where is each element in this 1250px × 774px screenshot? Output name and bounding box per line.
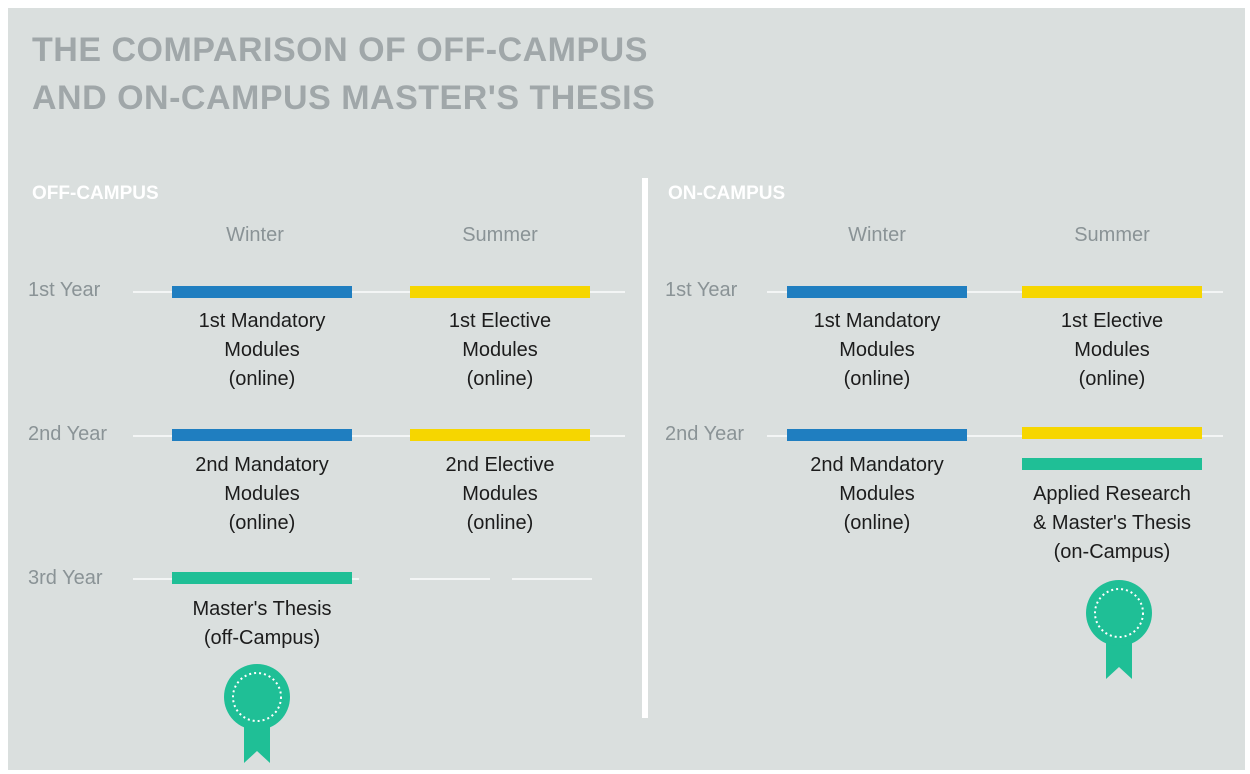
on-campus-year-1-rule <box>767 291 1223 293</box>
off-y2-summer-line-3: (online) <box>466 512 534 534</box>
off-y1-summer-line-3: (online) <box>466 368 534 390</box>
on-y2-summer-line-1: Applied Research <box>1033 483 1191 505</box>
off-y3-winter-line-2: (off-Campus) <box>203 627 321 649</box>
comparison-panel <box>8 8 1245 770</box>
off-y3-winter-line-1: Master's Thesis <box>192 598 332 620</box>
on-y1-winter-line-1: 1st Mandatory <box>813 310 941 332</box>
on-y2-winter-line-3: (online) <box>843 512 911 534</box>
on-campus-year-1-label: 1st Year <box>665 279 738 301</box>
on-y2-winter-line-2: Modules <box>839 483 915 505</box>
on-y2-summer-bar <box>1022 427 1202 439</box>
on-campus-summer-header: Summer <box>1074 224 1150 246</box>
off-y1-winter-line-3: (online) <box>228 368 296 390</box>
on-campus-winter-header: Winter <box>848 224 906 246</box>
on-y2-winter-line-1: 2nd Mandatory <box>810 454 944 476</box>
off-y2-summer-line-2: Modules <box>462 483 538 505</box>
on-y2-summer-thesis-bar <box>1022 458 1202 470</box>
off-y1-winter-line-1: 1st Mandatory <box>198 310 326 332</box>
on-y1-summer-line-2: Modules <box>1074 339 1150 361</box>
off-y1-winter-label: 1st Mandatory Modules (online) <box>162 307 362 394</box>
on-y2-summer-label: Applied Research & Master's Thesis (on-C… <box>1012 480 1212 567</box>
on-y1-winter-label: 1st Mandatory Modules (online) <box>777 307 977 394</box>
on-y2-summer-line-2: & Master's Thesis <box>1033 512 1191 534</box>
on-y1-summer-line-1: 1st Elective <box>1060 310 1164 332</box>
on-y1-summer-label: 1st Elective Modules (online) <box>1012 307 1212 394</box>
on-campus-year-2-rule <box>767 435 1223 437</box>
off-y1-winter-bar <box>172 286 352 298</box>
on-y1-winter-line-2: Modules <box>839 339 915 361</box>
off-y2-winter-label: 2nd Mandatory Modules (online) <box>162 451 362 538</box>
off-y1-summer-bar <box>410 286 590 298</box>
off-campus-winter-header: Winter <box>226 224 284 246</box>
off-y3-winter-label: Master's Thesis (off-Campus) <box>162 595 362 653</box>
off-y1-winter-line-2: Modules <box>224 339 300 361</box>
title-line-1: THE COMPARISON OF OFF-CAMPUS <box>32 31 648 69</box>
off-y2-summer-bar <box>410 429 590 441</box>
off-campus-year-2-rule <box>133 435 625 437</box>
on-y2-winter-label: 2nd Mandatory Modules (online) <box>777 451 977 538</box>
off-y2-summer-label: 2nd Elective Modules (online) <box>400 451 600 538</box>
off-y2-winter-line-3: (online) <box>228 512 296 534</box>
award-ribbon-icon <box>224 664 290 763</box>
off-y2-winter-line-2: Modules <box>224 483 300 505</box>
off-y2-winter-line-1: 2nd Mandatory <box>195 454 329 476</box>
off-campus-summer-header: Summer <box>462 224 538 246</box>
on-y1-summer-bar <box>1022 286 1202 298</box>
off-campus-year-3-rule-c <box>512 578 592 580</box>
off-y1-summer-label: 1st Elective Modules (online) <box>400 307 600 394</box>
on-y2-winter-bar <box>787 429 967 441</box>
off-campus-year-3-label: 3rd Year <box>28 567 103 589</box>
off-campus-year-3-rule-b <box>410 578 490 580</box>
off-campus-year-1-rule <box>133 291 625 293</box>
off-y1-summer-line-2: Modules <box>462 339 538 361</box>
on-y1-winter-line-3: (online) <box>843 368 911 390</box>
award-ribbon-icon <box>1086 580 1152 679</box>
on-y2-summer-line-3: (on-Campus) <box>1053 541 1171 563</box>
page-title: THE COMPARISON OF OFF-CAMPUS AND ON-CAMP… <box>32 26 655 122</box>
off-y1-summer-line-1: 1st Elective <box>448 310 552 332</box>
off-campus-year-2-label: 2nd Year <box>28 423 107 445</box>
off-campus-year-1-label: 1st Year <box>28 279 101 301</box>
on-campus-year-2-label: 2nd Year <box>665 423 744 445</box>
off-campus-heading: OFF-CAMPUS <box>32 183 159 204</box>
on-y1-winter-bar <box>787 286 967 298</box>
title-line-2: AND ON-CAMPUS MASTER'S THESIS <box>32 79 656 117</box>
off-y2-summer-line-1: 2nd Elective <box>445 454 555 476</box>
off-y3-winter-bar <box>172 572 352 584</box>
on-campus-heading: ON-CAMPUS <box>668 183 786 204</box>
on-y1-summer-line-3: (online) <box>1078 368 1146 390</box>
off-y2-winter-bar <box>172 429 352 441</box>
column-divider <box>642 178 648 718</box>
